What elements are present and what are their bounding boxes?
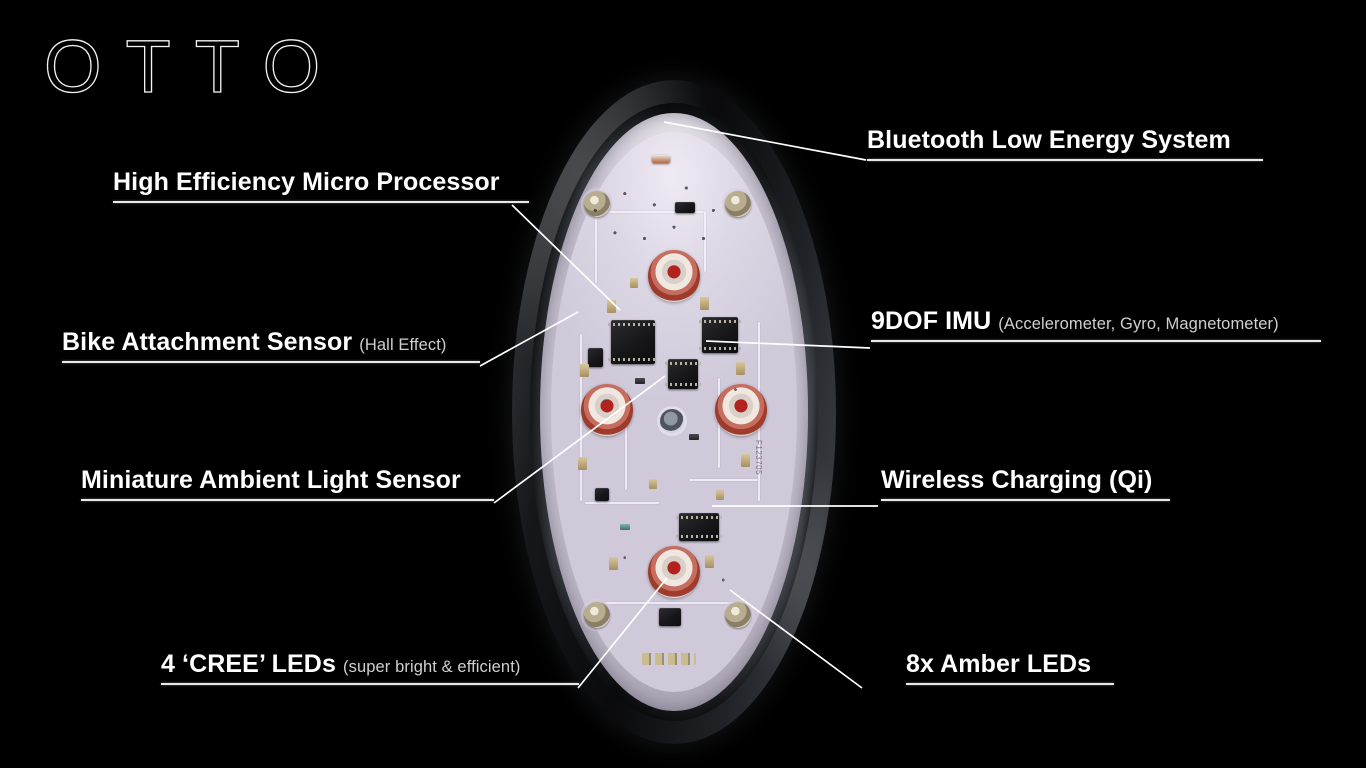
callout-bike-attachment-sensor[interactable]: Bike Attachment Sensor (Hall Effect) (62, 328, 480, 363)
hall-effect-sensor (587, 347, 603, 367)
callout-label: Bluetooth Low Energy System (867, 126, 1231, 154)
ambient-light-sensor (660, 409, 685, 434)
callout-rule (871, 339, 1321, 342)
smd-resistor (634, 378, 645, 385)
callout-rule (81, 498, 494, 501)
screw-grommet (724, 191, 751, 218)
pcb-trace (624, 389, 627, 491)
callout-rule (881, 498, 1170, 501)
ble-antenna-component (651, 154, 670, 163)
callout-rule (161, 682, 579, 685)
amber-led (577, 456, 587, 470)
callout-miniature-ambient-light-sensor[interactable]: Miniature Ambient Light Sensor (81, 466, 494, 501)
callout-label: 4 ‘CREE’ LEDs (super bright & efficient) (161, 650, 521, 678)
callout-label: 8x Amber LEDs (906, 650, 1092, 678)
product-photo-otto-light: F123705 (512, 80, 836, 744)
pcb-trace (580, 333, 583, 502)
amber-led (704, 554, 714, 568)
charging-contact-pads (641, 652, 696, 665)
brand-wordmark: OTTO (43, 25, 345, 108)
callout-rule (867, 158, 1263, 161)
smd-component (595, 487, 609, 501)
screw-grommet (583, 191, 610, 218)
callout-9dof-imu[interactable]: 9DOF IMU (Accelerometer, Gyro, Magnetome… (871, 307, 1321, 342)
smd-component (659, 607, 682, 626)
smd-transistor (675, 202, 696, 214)
callout-label: High Efficiency Micro Processor (113, 168, 500, 196)
amber-led (580, 364, 590, 378)
wireless-charging-chip (675, 512, 722, 541)
amber-led (735, 361, 745, 375)
callout-amber-leds[interactable]: 8x Amber LEDs (906, 650, 1114, 685)
callout-sublabel: (super bright & efficient) (343, 658, 521, 676)
callout-bluetooth-low-energy-system[interactable]: Bluetooth Low Energy System (867, 126, 1263, 161)
callout-label: 9DOF IMU (Accelerometer, Gyro, Magnetome… (871, 307, 1279, 335)
callout-rule (62, 360, 480, 363)
pcb-trace (718, 378, 721, 468)
pcb-trace (604, 602, 744, 605)
callout-sublabel: (Hall Effect) (359, 336, 447, 354)
microprocessor-chip (608, 319, 659, 364)
pcb-trace (757, 322, 760, 502)
callout-wireless-charging-qi[interactable]: Wireless Charging (Qi) (881, 466, 1170, 501)
cree-led (581, 384, 634, 437)
pcb-trace (688, 479, 758, 482)
pcb-trace (585, 501, 660, 504)
amber-led (699, 297, 709, 311)
device-lens: F123705 (539, 113, 809, 711)
cree-led (648, 546, 701, 599)
pcb-board: F123705 (550, 132, 798, 693)
imu-chip (664, 358, 701, 389)
pcb-trace (595, 210, 597, 284)
pcb-trace (703, 210, 706, 273)
ble-chip (699, 316, 742, 353)
cree-led (714, 384, 767, 437)
smd-capacitor (619, 523, 630, 530)
amber-led (740, 453, 750, 467)
callout-label: Miniature Ambient Light Sensor (81, 466, 461, 494)
callout-sublabel: (Accelerometer, Gyro, Magnetometer) (998, 315, 1279, 333)
cree-led (648, 249, 701, 302)
smd-capacitor (649, 479, 658, 490)
smd-resistor (688, 434, 699, 441)
callout-rule (113, 200, 529, 203)
smd-capacitor (715, 490, 724, 501)
callout-label: Bike Attachment Sensor (Hall Effect) (62, 328, 447, 356)
callout-label: Wireless Charging (Qi) (881, 466, 1153, 494)
smd-capacitor (629, 277, 638, 288)
callout-cree-leds[interactable]: 4 ‘CREE’ LEDs (super bright & efficient) (161, 650, 579, 685)
callout-high-efficiency-micro-processor[interactable]: High Efficiency Micro Processor (113, 168, 529, 203)
amber-led (607, 300, 617, 314)
screw-grommet (724, 602, 751, 629)
callout-rule (906, 682, 1114, 685)
screw-grommet (583, 602, 610, 629)
board-code-text: F123705 (753, 439, 763, 476)
pcb-trace (595, 210, 704, 213)
amber-led (608, 557, 618, 571)
